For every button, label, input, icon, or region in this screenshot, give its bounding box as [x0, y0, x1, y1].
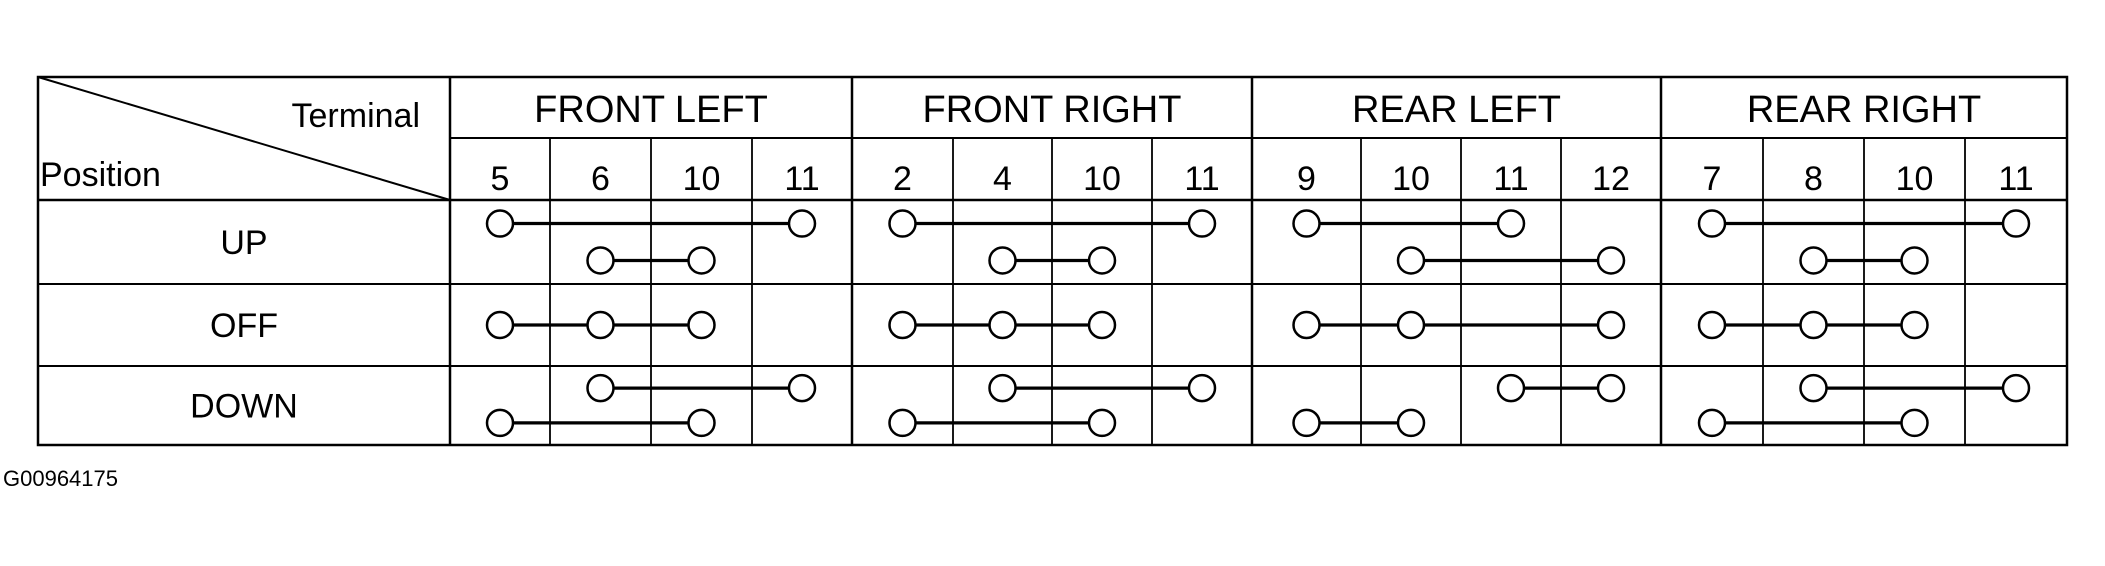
figure-id: G00964175 [3, 466, 118, 491]
continuity-connections [485, 209, 2031, 438]
connection [1292, 209, 1526, 238]
connection [1799, 373, 2031, 403]
terminal-node [1187, 209, 1217, 238]
terminal-node [2001, 373, 2031, 403]
connection [586, 246, 716, 275]
terminal-node [485, 408, 515, 438]
connection [988, 373, 1217, 403]
terminal-node [888, 209, 917, 238]
terminal-node [2001, 209, 2031, 238]
terminal-node [485, 209, 515, 238]
terminal-node [988, 373, 1017, 403]
group-header: FRONT LEFT [534, 89, 768, 131]
terminal-node [1900, 310, 1929, 340]
terminal-node [1187, 373, 1217, 403]
group-header: FRONT RIGHT [923, 89, 1182, 131]
terminal-node [687, 246, 716, 275]
terminal-node [787, 209, 817, 238]
terminal-node [687, 408, 716, 438]
connection [1697, 408, 1929, 438]
terminal-header: 7 [1703, 160, 1722, 198]
terminal-header: 8 [1804, 160, 1823, 198]
terminal-header: 10 [683, 160, 721, 198]
terminal-node [1697, 408, 1727, 438]
connection [888, 408, 1117, 438]
terminal-node [586, 310, 615, 340]
terminal-node [1087, 408, 1117, 438]
terminal-node [485, 310, 515, 340]
connection [1396, 246, 1626, 275]
terminal-node [1697, 209, 1727, 238]
terminal-node [1496, 209, 1526, 238]
connection [1496, 373, 1626, 403]
terminal-node [1292, 209, 1321, 238]
terminal-node [988, 310, 1017, 340]
terminal-node [586, 373, 615, 403]
connection [1697, 310, 1929, 340]
terminal-node [1697, 310, 1727, 340]
terminal-header: 11 [1184, 160, 1219, 198]
corner-diagonal [37, 76, 451, 201]
connection [888, 209, 1217, 238]
connection [1697, 209, 2031, 238]
terminal-node [687, 310, 716, 340]
terminal-node [1496, 373, 1526, 403]
position-label: OFF [210, 307, 278, 345]
connection [988, 246, 1117, 275]
terminal-header: 2 [893, 160, 912, 198]
position-label: UP [220, 224, 267, 262]
terminal-header: 11 [1493, 160, 1528, 198]
terminal-node [888, 310, 917, 340]
terminal-header: 5 [491, 160, 510, 198]
terminal-node [888, 408, 917, 438]
terminal-node [1087, 246, 1117, 275]
terminal-header: 4 [993, 160, 1012, 198]
terminal-header: 10 [1896, 160, 1934, 198]
terminal-node [1900, 246, 1929, 275]
terminal-node [988, 246, 1017, 275]
terminal-node [1596, 373, 1626, 403]
terminal-node [1087, 310, 1117, 340]
terminal-node [586, 246, 615, 275]
terminal-node [1799, 246, 1828, 275]
terminal-node [1799, 310, 1828, 340]
terminal-header: 10 [1083, 160, 1121, 198]
terminal-node [1799, 373, 1828, 403]
terminal-node [1596, 246, 1626, 275]
connection [1799, 246, 1929, 275]
terminal-header: 6 [591, 160, 610, 198]
terminal-header: 10 [1392, 160, 1430, 198]
terminal-header: 11 [784, 160, 819, 198]
group-header: REAR LEFT [1352, 89, 1561, 131]
table-grid [36, 75, 2069, 447]
terminal-node [1900, 408, 1929, 438]
connection [1292, 310, 1626, 340]
connection [586, 373, 817, 403]
terminal-node [1396, 408, 1426, 438]
connection [485, 310, 716, 340]
terminal-node [1396, 246, 1426, 275]
terminal-node [1596, 310, 1626, 340]
corner-position-label: Position [40, 156, 161, 194]
connection [888, 310, 1117, 340]
terminal-node [787, 373, 817, 403]
group-header: REAR RIGHT [1747, 89, 1981, 131]
position-label: DOWN [190, 388, 298, 426]
terminal-header: 9 [1297, 160, 1316, 198]
terminal-header: 11 [1998, 160, 2033, 198]
connection [485, 408, 716, 438]
terminal-node [1292, 408, 1321, 438]
terminal-node [1292, 310, 1321, 340]
terminal-node [1396, 310, 1426, 340]
connection [1292, 408, 1426, 438]
corner-terminal-label: Terminal [292, 97, 420, 135]
connection [485, 209, 817, 238]
terminal-header: 12 [1592, 160, 1630, 198]
